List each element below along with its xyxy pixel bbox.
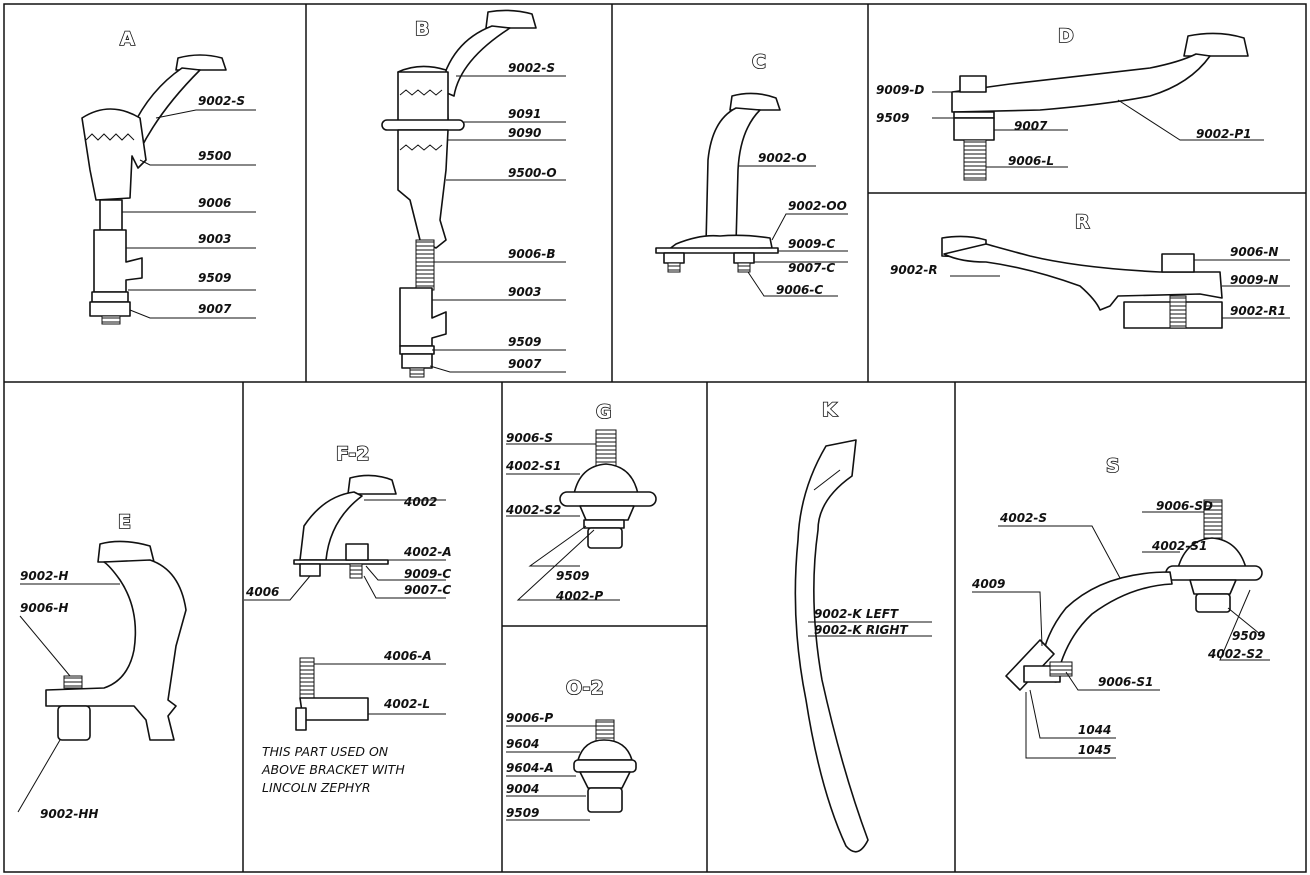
label-9003: 9003	[198, 232, 231, 246]
label-9509: 9509	[1232, 629, 1265, 643]
label-9006-l: 9006-L	[1008, 154, 1054, 168]
label-9009-n: 9009-N	[1230, 273, 1278, 287]
label-9509: 9509	[506, 806, 539, 820]
note-line-1: THIS PART USED ON	[262, 744, 389, 759]
label-9509: 9509	[508, 335, 541, 349]
label-4002-l: 4002-L	[383, 697, 430, 711]
panel-s-title: S	[1106, 455, 1120, 477]
label-4002-s: 4002-S	[999, 511, 1047, 525]
panel-e: E 9002-H 9006-H 9002-HH	[17, 510, 187, 821]
label-9006-b: 9006-B	[508, 247, 556, 261]
panel-d: D 9009-D 9509 9007 9002-P1 9006-L	[876, 24, 1264, 181]
label-9604: 9604	[506, 737, 539, 751]
panel-g: G 9006-S 4002-S1 4002-S2 9509 4002-P	[505, 400, 657, 603]
panel-borders	[3, 3, 1307, 873]
label-9009-c: 9009-C	[788, 237, 835, 251]
panel-k-title: K	[822, 399, 838, 421]
panel-b: B 9002-S 9091 9090 9500-O 9006-B 9003 95…	[381, 9, 566, 378]
panel-f2: F-2 4002 4002-A 4006 9009-C 9007-C 4006-…	[244, 442, 452, 795]
panel-s: S 9006-SD 4002-S 4002-S1 4009 9509 4002-…	[971, 454, 1270, 759]
label-9002-oo: 9002-OO	[788, 199, 847, 213]
label-4002-a: 4002-A	[403, 545, 452, 559]
label-9006: 9006	[198, 196, 231, 210]
label-9002-r1: 9002-R1	[1230, 304, 1286, 318]
label-9002-k-left: 9002-K LEFT	[814, 607, 899, 621]
label-9007: 9007	[198, 302, 232, 316]
panel-o2-title: O-2	[566, 677, 604, 699]
label-9006-h: 9006-H	[20, 601, 68, 615]
label-9509: 9509	[198, 271, 231, 285]
label-9006-s: 9006-S	[506, 431, 553, 445]
panel-e-title: E	[118, 511, 131, 533]
label-9090: 9090	[508, 126, 541, 140]
label-9009-c: 9009-C	[404, 567, 451, 581]
panel-r: R 9006-N 9002-R 9009-N 9002-R1	[890, 210, 1290, 329]
label-9500: 9500	[198, 149, 231, 163]
label-9007: 9007	[1014, 119, 1048, 133]
label-4006-a: 4006-A	[383, 649, 432, 663]
label-9604-a: 9604-A	[506, 761, 554, 775]
label-9509: 9509	[556, 569, 589, 583]
label-9007-c: 9007-C	[788, 261, 835, 275]
label-4002-s2: 4002-S2	[505, 503, 561, 517]
label-9007-c: 9007-C	[404, 583, 451, 597]
label-9002-hh: 9002-HH	[40, 807, 98, 821]
note-line-2: ABOVE BRACKET WITH	[261, 762, 405, 777]
panel-a-title: A	[120, 28, 135, 50]
label-9002-o: 9002-O	[758, 151, 807, 165]
label-9006-n: 9006-N	[1230, 245, 1278, 259]
label-9003: 9003	[508, 285, 541, 299]
label-9002-r: 9002-R	[890, 263, 938, 277]
label-4006: 4006	[245, 585, 279, 599]
panel-g-title: G	[596, 401, 612, 423]
label-9091: 9091	[508, 107, 541, 121]
label-1044: 1044	[1078, 723, 1111, 737]
panel-a: A 9002-S 9500 9006 9003 9509 9007	[81, 27, 256, 325]
panel-k: K 9002-K LEFT 9002-K RIGHT	[794, 398, 932, 853]
label-9006-sd: 9006-SD	[1156, 499, 1213, 513]
label-4002-s1: 4002-S1	[1151, 539, 1207, 553]
label-9002-p1: 9002-P1	[1196, 127, 1252, 141]
panel-f2-title: F-2	[336, 443, 370, 465]
label-9002-h: 9002-H	[20, 569, 68, 583]
label-4002-s2: 4002-S2	[1207, 647, 1263, 661]
label-9509: 9509	[876, 111, 909, 125]
label-1045: 1045	[1078, 743, 1111, 757]
label-9006-c: 9006-C	[776, 283, 823, 297]
label-9002-s: 9002-S	[508, 61, 555, 75]
label-4002: 4002	[403, 495, 437, 509]
panel-b-title: B	[415, 18, 429, 40]
label-4002-p: 4002-P	[555, 589, 603, 603]
panel-d-title: D	[1058, 25, 1074, 47]
label-9002-s: 9002-S	[198, 94, 245, 108]
panel-o2: O-2 9006-P 9604 9604-A 9004 9509	[506, 676, 637, 821]
label-9009-d: 9009-D	[876, 83, 924, 97]
label-4009: 4009	[971, 577, 1005, 591]
label-4002-s1: 4002-S1	[505, 459, 561, 473]
panel-c: C 9002-O 9002-OO 9009-C 9007-C 9006-C	[655, 50, 848, 297]
panel-c-title: C	[752, 51, 766, 73]
label-9007: 9007	[508, 357, 542, 371]
panel-r-title: R	[1075, 211, 1090, 233]
label-9006-s1: 9006-S1	[1098, 675, 1153, 689]
label-9002-k-right: 9002-K RIGHT	[814, 623, 908, 637]
label-9004: 9004	[506, 782, 539, 796]
note-line-3: LINCOLN ZEPHYR	[262, 780, 371, 795]
label-9500-o: 9500-O	[508, 166, 557, 180]
label-9006-p: 9006-P	[506, 711, 553, 725]
